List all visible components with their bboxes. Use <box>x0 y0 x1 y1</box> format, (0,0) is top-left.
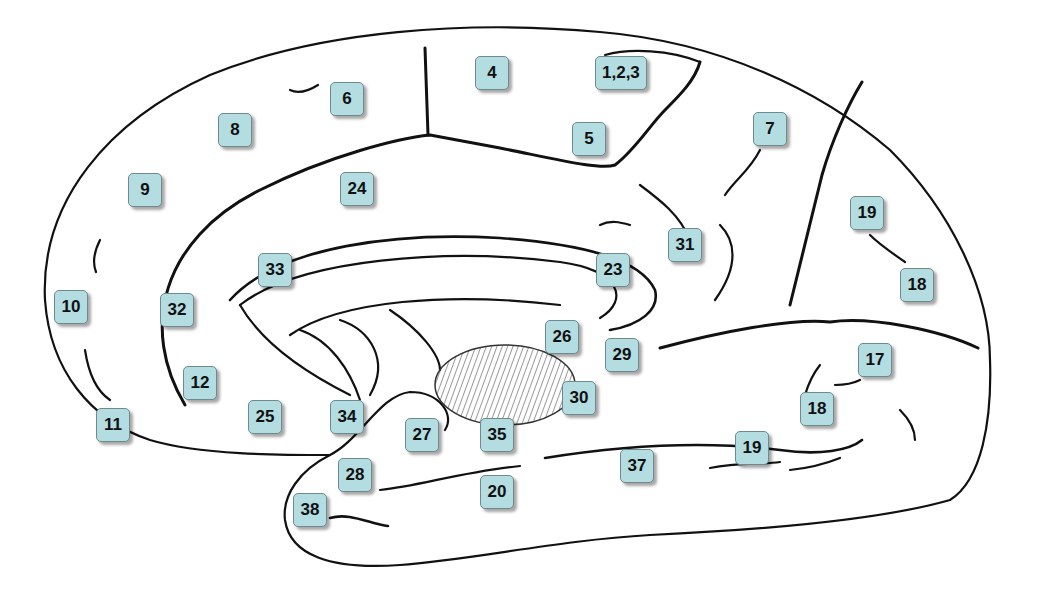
callout-number: 19 <box>735 431 769 465</box>
callout-number: 32 <box>160 293 194 327</box>
callout-number: 30 <box>562 381 596 415</box>
callout-number: 24 <box>340 172 374 206</box>
callout-number: 12 <box>183 366 217 400</box>
callout-number: 35 <box>480 418 514 452</box>
callout-number: 26 <box>545 320 579 354</box>
callout-number: 1,2,3 <box>595 56 647 90</box>
callout-number: 27 <box>405 418 439 452</box>
callout-number: 17 <box>858 343 892 377</box>
callout-number: 18 <box>800 392 834 426</box>
callout-number: 9 <box>128 173 162 207</box>
callout-number: 10 <box>54 290 88 324</box>
callout-number: 38 <box>293 493 327 527</box>
callout-number: 19 <box>850 196 884 230</box>
callout-number: 28 <box>338 458 372 492</box>
callout-number: 11 <box>96 408 130 442</box>
callout-number: 4 <box>475 56 509 90</box>
callout-number: 31 <box>668 228 702 262</box>
callout-number: 25 <box>248 400 282 434</box>
callout-number: 6 <box>330 82 364 116</box>
callout-number: 33 <box>258 253 292 287</box>
callout-number: 37 <box>620 449 654 483</box>
callout-number: 34 <box>330 400 364 434</box>
callout-number: 29 <box>605 338 639 372</box>
callout-number: 7 <box>753 112 787 146</box>
callout-number: 5 <box>572 122 606 156</box>
callout-number: 18 <box>900 268 934 302</box>
callout-number: 20 <box>480 475 514 509</box>
callout-number: 23 <box>596 253 630 287</box>
callout-number: 8 <box>218 113 252 147</box>
